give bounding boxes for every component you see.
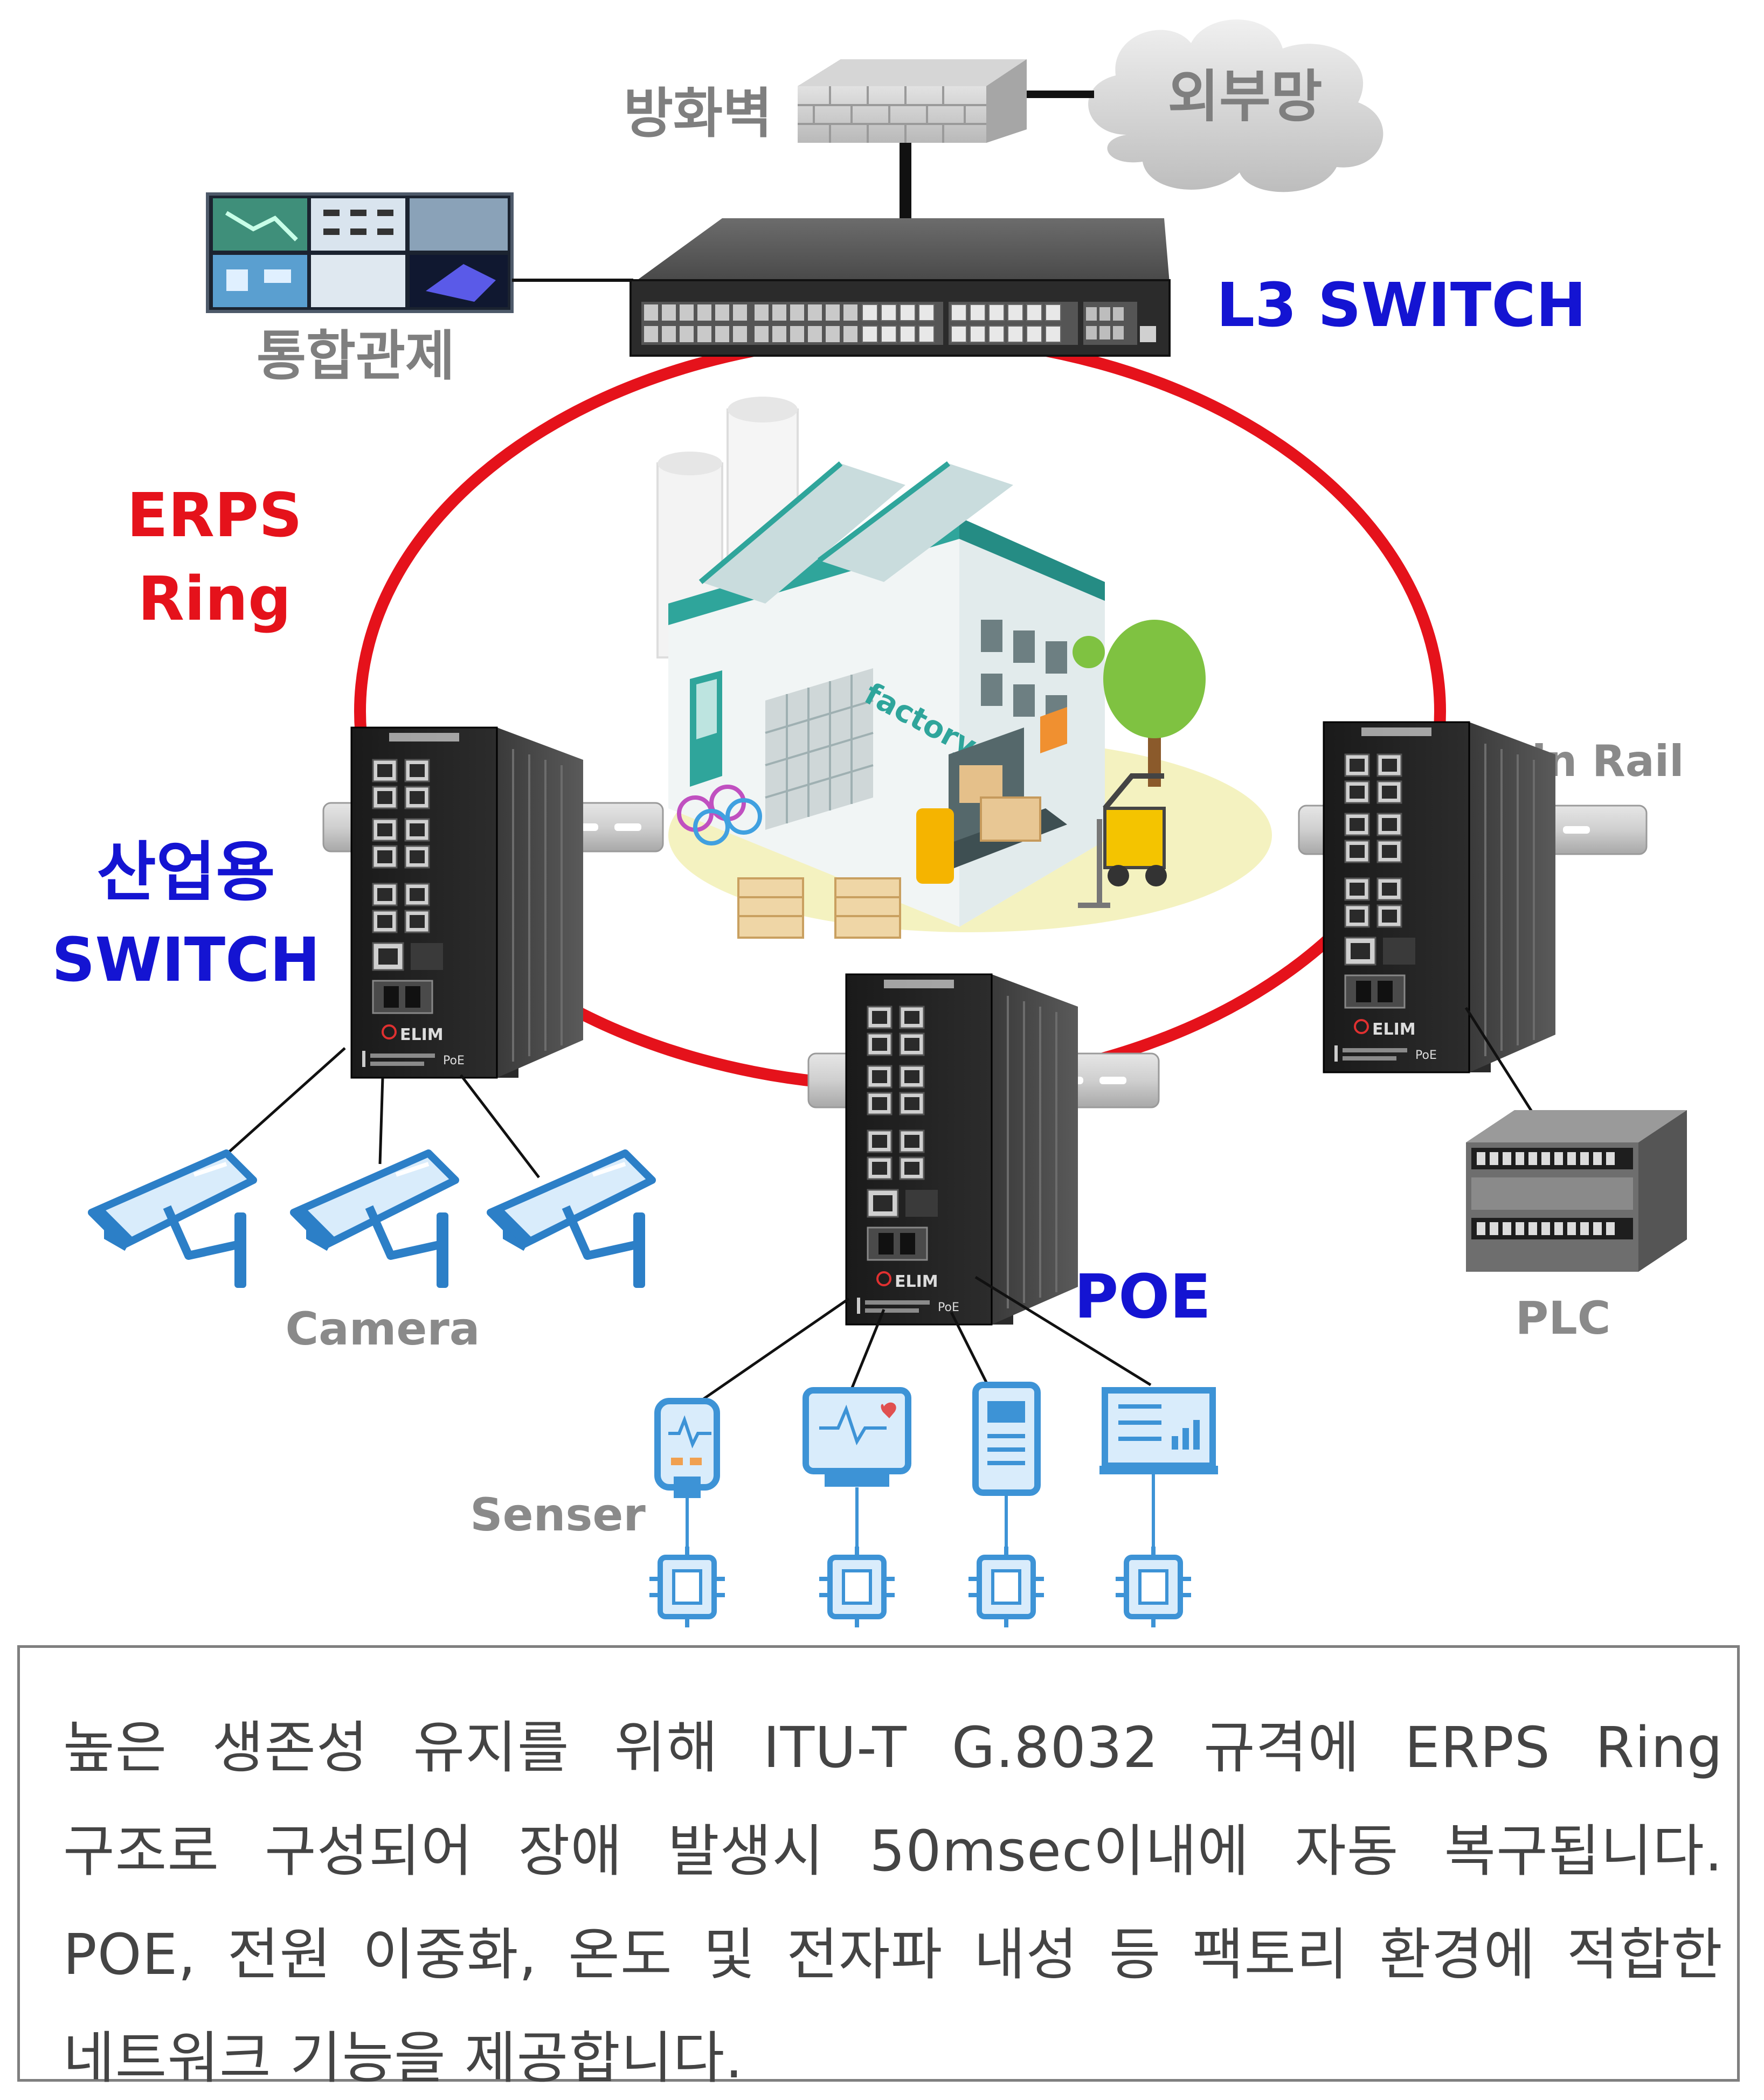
l3-switch-icon xyxy=(629,218,1171,357)
medical-monitor-icon xyxy=(803,1387,911,1552)
industrial-switch-label-line2: SWITCH xyxy=(52,925,320,995)
internet-label: 외부망 xyxy=(1167,64,1322,129)
sensor-chip-icon xyxy=(649,1547,725,1627)
svg-text:PoE: PoE xyxy=(443,1054,465,1068)
industrial-switch-right-icon: ELIM PoE xyxy=(1324,722,1555,1072)
industrial-switch-left-icon: ELIM PoE xyxy=(351,727,583,1078)
plc-link xyxy=(1464,1007,1538,1119)
l3-switch-label: L3 SWITCH xyxy=(1216,271,1587,341)
camera-icon xyxy=(294,1153,455,1288)
sensor-chip-icon xyxy=(1116,1547,1191,1627)
description-line-4: 네트워크 기능을 제공합니다. xyxy=(63,2025,744,2091)
description-line-3: POE, 전원 이중화, 온도 및 전자파 내성 등 팩토리 환경에 적합한 xyxy=(63,1922,1723,1987)
control-center-label: 통합관제 xyxy=(257,324,455,387)
control-center-monitors-icon xyxy=(206,192,514,313)
svg-text:PoE: PoE xyxy=(938,1301,959,1314)
sensor-label: Senser xyxy=(470,1488,646,1541)
industrial-switch-center-icon: ELIM PoE xyxy=(846,974,1078,1325)
camera-links xyxy=(215,1047,540,1179)
sensor-chip-icon xyxy=(969,1547,1044,1627)
erps-label-line2: Ring xyxy=(138,564,292,634)
firewall-icon xyxy=(798,59,1027,143)
tablet-device-icon xyxy=(972,1382,1041,1552)
plc-label: PLC xyxy=(1516,1292,1611,1344)
wearable-sensor-icon xyxy=(654,1398,720,1552)
svg-text:PoE: PoE xyxy=(1415,1049,1437,1062)
poe-device-links xyxy=(691,1276,1152,1408)
camera-label: Camera xyxy=(286,1302,480,1355)
description-line-2: 구조로 구성되어 장애 발생시 50msec이내에 자동 복구됩니다. xyxy=(63,1818,1723,1884)
svg-text:ELIM: ELIM xyxy=(895,1272,938,1291)
svg-text:ELIM: ELIM xyxy=(1372,1020,1416,1039)
industrial-switch-label-line1: 산업용 xyxy=(96,835,275,910)
erps-label-line1: ERPS xyxy=(127,481,302,551)
internet-cloud-icon xyxy=(1088,19,1383,192)
svg-text:ELIM: ELIM xyxy=(400,1025,444,1044)
plc-icon xyxy=(1466,1110,1687,1272)
description-box: 높은 생존성 유지를 위해 ITU-T G.8032 규격에 ERPS Ring… xyxy=(17,1645,1740,2091)
firewall-label: 방화벽 xyxy=(624,82,772,145)
camera-icon xyxy=(490,1153,652,1288)
camera-icon xyxy=(92,1153,253,1288)
poe-label: POE xyxy=(1074,1262,1211,1332)
factory-illustration: factory xyxy=(656,397,1272,939)
description-line-1: 높은 생존성 유지를 위해 ITU-T G.8032 규격에 ERPS Ring xyxy=(63,1715,1723,1780)
sensor-chip-icon xyxy=(819,1547,895,1627)
dashboard-display-icon xyxy=(1099,1387,1218,1552)
